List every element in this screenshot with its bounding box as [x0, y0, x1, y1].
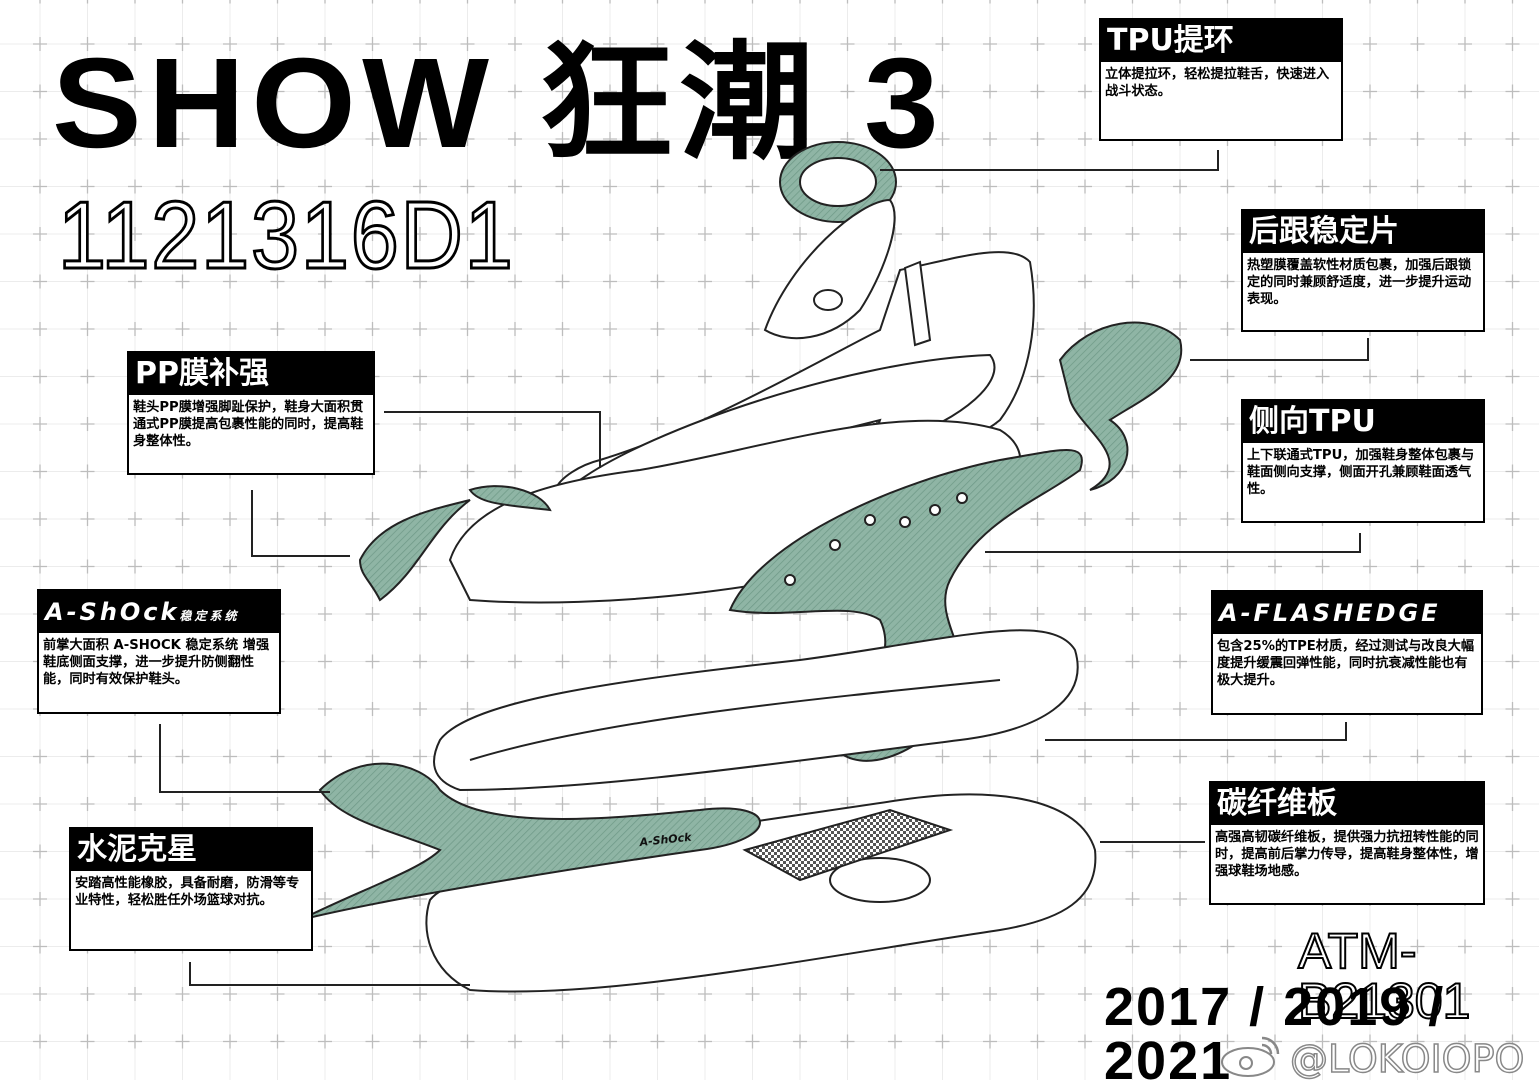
callout-title: A-FLASHEDGE: [1213, 592, 1481, 634]
page-title: SHOW 狂潮 3: [52, 32, 946, 175]
callout-body: 鞋头PP膜增强脚趾保护，鞋身大面积贯通式PP膜提高包裹性能的同时，提高鞋身整体性…: [133, 400, 364, 449]
a-shock-piece: [299, 762, 761, 921]
lateral-tpu-piece: [728, 449, 1083, 762]
callout-a-flashedge: A-FLASHEDGE 包含25%的TPE材质，经过测试与改良大幅度提升缓震回弹…: [1211, 590, 1483, 715]
midsole-logo: A-ShOck: [638, 831, 693, 850]
release-years: 2017 / 2019 / 2021: [1104, 977, 1446, 1091]
watermark: @LOKOIOPO: [1289, 1037, 1525, 1081]
callout-title: 碳纤维板: [1211, 783, 1483, 825]
callout-title: PP膜补强: [129, 353, 373, 395]
callout-lateral-tpu: 侧向TPU 上下联通式TPU，加强鞋身整体包裹与鞋面侧向支撑，侧面开孔兼顾鞋面透…: [1241, 399, 1485, 523]
callout-body: 高强高韧碳纤维板，提供强力抗扭转性能的同时，提高前后掌力传导，提高鞋身整体性，增…: [1215, 830, 1479, 879]
callout-body: 立体提拉环，轻松提拉鞋舌，快速进入战斗状态。: [1105, 67, 1330, 99]
connector-lines: [159, 150, 1369, 986]
pp-film-toe: [358, 499, 471, 602]
callout-title: 侧向TPU: [1243, 401, 1483, 443]
callout-title: 后跟稳定片: [1243, 211, 1483, 253]
callout-body: 前掌大面积 A-SHOCK 稳定系统 增强鞋底侧面支撑，进一步提升防侧翻性能，同…: [43, 638, 270, 687]
callout-body: 上下联通式TPU，加强鞋身整体包裹与鞋面侧向支撑，侧面开孔兼顾鞋面透气性。: [1247, 448, 1475, 497]
callout-body: 热塑膜覆盖软性材质包裹，加强后跟锁定的同时兼顾舒适度，进一步提升运动表现。: [1247, 258, 1472, 307]
callout-carbon-plate: 碳纤维板 高强高韧碳纤维板，提供强力抗扭转性能的同时，提高前后掌力传导，提高鞋身…: [1209, 781, 1485, 905]
callout-a-shock: A-ShOck稳定系统 前掌大面积 A-SHOCK 稳定系统 增强鞋底侧面支撑，…: [37, 589, 281, 714]
a-flashedge-midsole: [433, 629, 1079, 792]
callout-title-suffix: 稳定系统: [179, 609, 240, 623]
callout-body: 包含25%的TPE材质，经过测试与改良大幅度提升缓震回弹性能，同时抗衰减性能也有…: [1217, 639, 1475, 688]
callout-title: TPU提环: [1101, 20, 1341, 62]
callout-body: 安踏高性能橡胶，具备耐磨，防滑等专业特性，轻松胜任外场篮球对抗。: [75, 876, 300, 908]
model-code: 1121316D1: [57, 182, 515, 289]
callout-heel-stabilizer: 后跟稳定片 热塑膜覆盖软性材质包裹，加强后跟锁定的同时兼顾舒适度，进一步提升运动…: [1241, 209, 1485, 332]
callout-title: A-ShOck: [45, 598, 180, 626]
carbon-plate-piece: [742, 808, 954, 882]
atm-code: ATM-B21301: [1297, 923, 1471, 1029]
callout-tpu-heel-loop: TPU提环 立体提拉环，轻松提拉鞋舌，快速进入战斗状态。: [1099, 18, 1343, 141]
callout-pp-film: PP膜补强 鞋头PP膜增强脚趾保护，鞋身大面积贯通式PP膜提高包裹性能的同时，提…: [127, 351, 375, 475]
callout-title: 水泥克星: [71, 829, 311, 871]
heel-stabilizer-piece: [1058, 321, 1183, 491]
callout-cement-killer: 水泥克星 安踏高性能橡胶，具备耐磨，防滑等专业特性，轻松胜任外场篮球对抗。: [69, 827, 313, 951]
heel-counter: [763, 198, 896, 340]
weibo-icon: [1221, 1036, 1280, 1077]
